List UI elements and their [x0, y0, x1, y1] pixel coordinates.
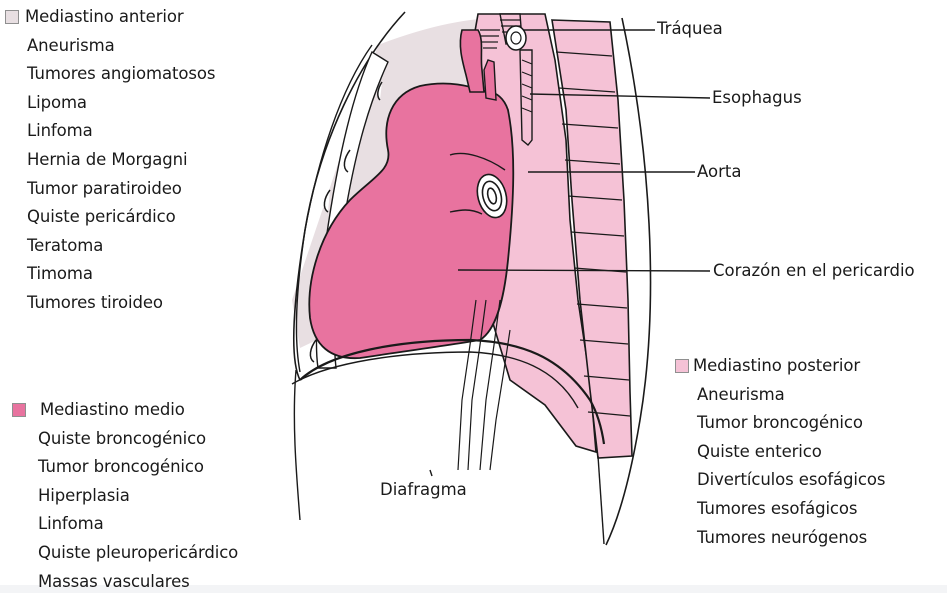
list-item: Tumores neurógenos	[697, 524, 885, 553]
list-item: Divertículos esofágicos	[697, 466, 885, 495]
list-item: Tumor paratiroideo	[27, 175, 215, 204]
label-diafragma: Diafragma	[380, 480, 467, 500]
list-item: Quiste pleuropericárdico	[38, 539, 238, 568]
list-item: Tumores angiomatosos	[27, 60, 215, 89]
list-item: Tumores tiroideo	[27, 289, 215, 318]
list-item: Linfoma	[38, 510, 238, 539]
legend-medio-list: Quiste broncogénico Tumor broncogénico H…	[12, 425, 238, 596]
label-traquea: Tráquea	[657, 19, 723, 39]
label-corazon: Corazón en el pericardio	[713, 261, 915, 281]
swatch-anterior	[5, 10, 19, 24]
legend-posterior-title: Mediastino posterior	[693, 352, 860, 381]
legend-medio: Mediastino medio Quiste broncogénico Tum…	[12, 396, 238, 596]
list-item: Hernia de Morgagni	[27, 146, 215, 175]
list-item: Linfoma	[27, 117, 215, 146]
list-item: Hiperplasia	[38, 482, 238, 511]
label-aorta: Aorta	[697, 162, 741, 182]
legend-anterior-title: Mediastino anterior	[25, 3, 184, 32]
legend-posterior: Mediastino posterior Aneurisma Tumor bro…	[675, 352, 885, 552]
list-item: Quiste broncogénico	[38, 425, 238, 454]
list-item: Tumor broncogénico	[38, 453, 238, 482]
swatch-medio	[12, 403, 26, 417]
list-item: Teratoma	[27, 232, 215, 261]
legend-medio-title: Mediastino medio	[40, 396, 185, 425]
legend-medio-header: Mediastino medio	[12, 396, 238, 425]
list-item: Massas vasculares	[38, 568, 238, 596]
list-item: Quiste pericárdico	[27, 203, 215, 232]
legend-anterior: Mediastino anterior Aneurisma Tumores an…	[5, 3, 215, 318]
swatch-posterior	[675, 359, 689, 373]
list-item: Tumores esofágicos	[697, 495, 885, 524]
heart-pericardium	[309, 84, 513, 359]
legend-anterior-list: Aneurisma Tumores angiomatosos Lipoma Li…	[5, 32, 215, 318]
list-item: Lipoma	[27, 89, 215, 118]
list-item: Aneurisma	[697, 381, 885, 410]
list-item: Tumor broncogénico	[697, 409, 885, 438]
legend-posterior-list: Aneurisma Tumor broncogénico Quiste ente…	[675, 381, 885, 553]
legend-anterior-header: Mediastino anterior	[5, 3, 215, 32]
legend-posterior-header: Mediastino posterior	[675, 352, 885, 381]
list-item: Timoma	[27, 260, 215, 289]
list-item: Quiste enterico	[697, 438, 885, 467]
label-esophagus: Esophagus	[712, 88, 802, 108]
list-item: Aneurisma	[27, 32, 215, 61]
